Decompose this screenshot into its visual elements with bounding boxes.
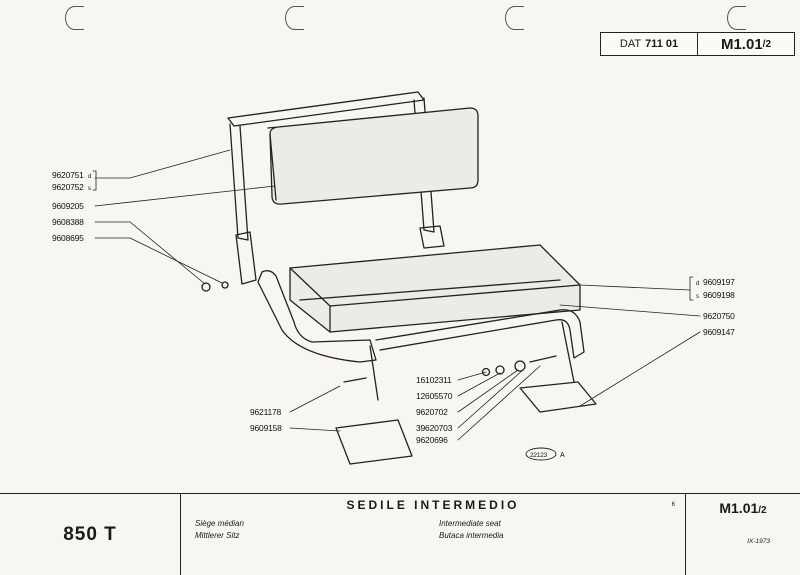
seat-frame-front-bar <box>375 309 585 359</box>
title-spanish: Butaca intermedia <box>439 531 504 540</box>
title-italian: SEDILE INTERMEDIO <box>346 498 520 512</box>
leader-9609158 <box>289 427 341 432</box>
spacer <box>514 360 526 372</box>
title-french: Siège médian <box>195 519 244 528</box>
callout-12605570: 12605570 <box>416 391 453 401</box>
leader-12605570 <box>457 372 501 397</box>
title-german: Mittlerer Sitz <box>195 531 240 540</box>
punch-hole-2 <box>285 6 304 30</box>
callout-9609198-side: s <box>696 294 699 300</box>
callout-9609147: 9609147 <box>703 327 735 337</box>
right-hinge-bracket <box>419 225 445 249</box>
right-ds-bracket <box>689 276 694 301</box>
page-code-main: M1.01 <box>720 35 763 53</box>
leader-9609205 <box>94 185 276 207</box>
leader-9609147 <box>579 331 701 407</box>
backrest-cushion <box>267 107 479 205</box>
seat-frame-left-loop <box>257 270 377 363</box>
callout-16102311: 16102311 <box>416 375 452 385</box>
figure-ref-oval <box>525 447 557 461</box>
callout-9609197: 9609197 <box>703 277 735 287</box>
callout-9620752-side: s <box>88 186 91 192</box>
callout-9608388: 9608388 <box>52 217 84 227</box>
title-block-code: M1.01/2 <box>686 500 800 516</box>
title-block-center: SEDILE INTERMEDIO 6 Siège médian Mittler… <box>181 494 686 575</box>
callout-9609205: 9609205 <box>52 201 84 211</box>
knob-shaft <box>343 377 367 383</box>
edition-date: IX-1973 <box>747 538 770 545</box>
bolt-head <box>201 282 211 292</box>
title-code-suffix: /2 <box>758 505 767 516</box>
nut <box>495 365 505 375</box>
model-name: 850 T <box>0 494 181 575</box>
page-code-suffix: /2 <box>762 38 772 50</box>
leader-39620703 <box>457 368 525 429</box>
exploded-seat-drawing: 9620751 d 9620752 s 9609205 9608388 9608… <box>52 91 735 465</box>
right-leg <box>561 321 575 383</box>
page-code: M1.01/2 <box>698 33 794 55</box>
callout-9620702: 9620702 <box>416 407 448 417</box>
title-code-main: M1.01 <box>719 500 759 516</box>
punch-hole-1 <box>65 6 84 30</box>
callout-9620750: 9620750 <box>703 311 735 321</box>
seat-frame-slat <box>299 279 561 301</box>
title-block-right: M1.01/2 IX-1973 <box>686 494 800 575</box>
figure-ref-number: 22123 <box>530 452 548 459</box>
back-frame-left-upright <box>229 123 249 241</box>
leader-9620751 <box>94 149 231 179</box>
title-block: 850 T SEDILE INTERMEDIO 6 Siège médian M… <box>0 493 800 575</box>
leader-9621178 <box>289 385 341 413</box>
small-washer <box>481 367 491 377</box>
leader-16102311 <box>457 371 487 381</box>
left-ds-bracket <box>92 170 97 191</box>
left-floor-plate <box>335 419 413 465</box>
figure-ref-letter: A <box>560 452 565 459</box>
callout-9609197-side: d <box>696 281 699 287</box>
callout-9620696: 9620696 <box>416 435 448 445</box>
leader-9608695 <box>94 237 223 284</box>
callout-9621178: 9621178 <box>250 407 282 417</box>
pivot-pin <box>529 355 557 363</box>
leader-9620702 <box>457 369 519 413</box>
callout-9609158: 9609158 <box>250 423 282 433</box>
callout-9609198: 9609198 <box>703 290 735 300</box>
backrest-edge <box>269 133 277 201</box>
callout-39620703: 39620703 <box>416 423 453 433</box>
reference-box: DAT 711 01 M1.01/2 <box>600 32 795 56</box>
right-floor-plate <box>519 381 597 413</box>
dat-number: 711 01 <box>645 38 679 50</box>
leader-9620750 <box>559 304 701 317</box>
title-english: Intermediate seat <box>439 519 501 528</box>
callout-9620752: 9620752 <box>52 182 84 192</box>
dat-reference: DAT 711 01 <box>601 33 698 55</box>
leader-9620696 <box>457 365 541 441</box>
washer <box>221 281 229 289</box>
seat-cushion <box>289 244 581 333</box>
leader-9608388 <box>94 221 206 285</box>
callout-9608695: 9608695 <box>52 233 84 243</box>
punch-hole-4 <box>727 6 746 30</box>
title-note: 6 <box>671 502 675 508</box>
callout-9620751: 9620751 <box>52 170 84 180</box>
callout-9620751-side: d <box>88 174 91 180</box>
dat-label: DAT <box>619 38 642 50</box>
punch-hole-3 <box>505 6 524 30</box>
left-leg <box>369 345 379 401</box>
leader-9609197 <box>579 284 691 291</box>
left-hinge-bracket <box>235 231 257 285</box>
